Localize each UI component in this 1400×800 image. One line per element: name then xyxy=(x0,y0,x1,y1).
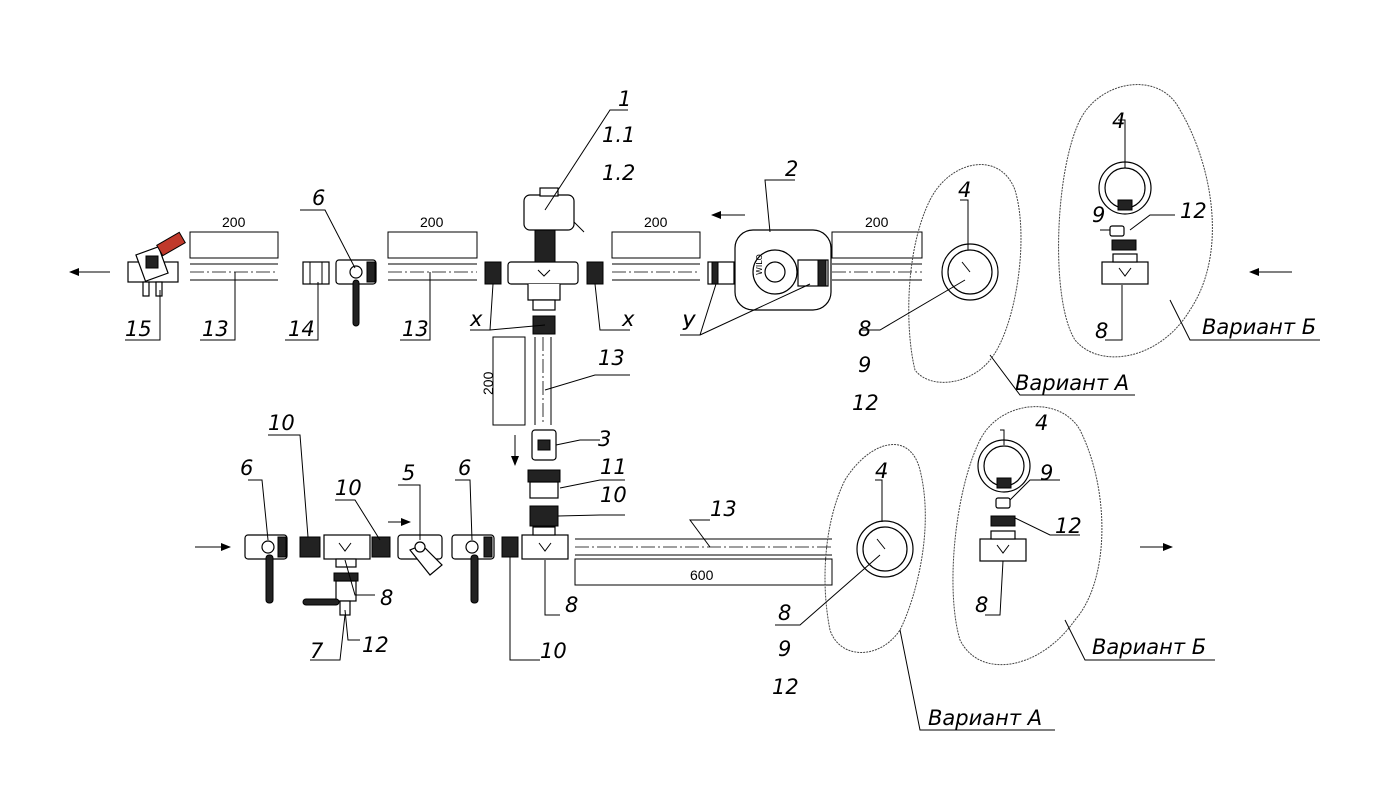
label-va-top-9: 9 xyxy=(858,353,871,377)
label-8-b2: 8 xyxy=(565,593,578,617)
label-7: 7 xyxy=(310,639,324,663)
tee-8-main xyxy=(521,526,569,560)
variant-b-top xyxy=(1058,84,1213,358)
three-way-valve-1 xyxy=(507,187,585,311)
nipple-10-vertical xyxy=(529,505,559,527)
dimensions: 200 200 200 200 200 600 xyxy=(189,214,923,586)
dimension-200-d: 200 xyxy=(865,214,889,230)
pipe-13-b xyxy=(388,263,477,281)
pipe-13-bottom xyxy=(575,538,832,556)
label-va-bot-12: 12 xyxy=(772,675,799,699)
dimension-200-b: 200 xyxy=(420,214,444,230)
label-x-left: x xyxy=(469,307,483,331)
label-x-right: x xyxy=(621,307,635,331)
label-vb-top-title: Вариант Б xyxy=(1202,315,1316,339)
nipple-10-b3 xyxy=(501,536,519,558)
label-6-top: 6 xyxy=(312,186,325,210)
label-1-2: 1.2 xyxy=(602,161,635,185)
fitting-x-left xyxy=(484,261,502,285)
pipes xyxy=(190,263,922,556)
label-vb-bot-12: 12 xyxy=(1055,514,1082,538)
label-va-bot-title: Вариант А xyxy=(928,706,1042,730)
label-1: 1 xyxy=(618,87,631,111)
dimension-200-vertical: 200 xyxy=(480,371,496,395)
strainer-5 xyxy=(397,534,443,576)
variant-b-bottom xyxy=(952,406,1103,666)
pipe-13-d xyxy=(832,263,922,281)
label-15: 15 xyxy=(125,317,152,341)
label-11: 11 xyxy=(600,455,627,479)
label-8-b1: 8 xyxy=(380,586,393,610)
fitting-x-right xyxy=(586,261,604,285)
label-10-b2: 10 xyxy=(335,476,362,500)
pipe-13-c xyxy=(612,263,700,281)
pipe-13-a xyxy=(190,263,278,281)
label-vb-bot-4: 4 xyxy=(1035,411,1048,435)
label-3: 3 xyxy=(598,427,611,451)
label-y-pump: У xyxy=(682,311,696,335)
dimension-200-c: 200 xyxy=(644,214,668,230)
label-va-top-8: 8 xyxy=(858,317,871,341)
label-14: 14 xyxy=(288,317,315,341)
label-5: 5 xyxy=(402,461,415,485)
ball-valve-6-b1 xyxy=(244,534,288,604)
pump-2: WILO xyxy=(707,229,832,311)
label-vb-bot-8: 8 xyxy=(975,593,988,617)
label-vb-top-4: 4 xyxy=(1112,109,1125,133)
label-vb-top-12: 12 xyxy=(1180,199,1207,223)
label-vb-top-8: 8 xyxy=(1095,319,1108,343)
ball-valve-6-b2 xyxy=(451,534,495,604)
pump-brand: WILO xyxy=(755,254,764,275)
callout-labels: 1 1.1 1.2 2 6 15 13 14 13 x x У 4 8 9 12… xyxy=(125,87,1316,730)
tee-8-b xyxy=(323,534,371,568)
label-2: 2 xyxy=(785,157,798,181)
nipple-10-b1 xyxy=(299,536,321,558)
leader-lines xyxy=(125,109,1320,731)
label-12-b: 12 xyxy=(362,633,389,657)
label-1-1: 1.1 xyxy=(602,123,635,147)
union-11 xyxy=(527,469,561,499)
pipe-13-vertical xyxy=(534,337,552,425)
dimension-600: 600 xyxy=(690,567,714,583)
nipple-10-b2 xyxy=(371,536,391,558)
dimension-200-a: 200 xyxy=(222,214,246,230)
label-va-top-title: Вариант А xyxy=(1015,371,1129,395)
label-va-bot-8: 8 xyxy=(778,601,791,625)
label-vb-bot-9: 9 xyxy=(1040,461,1053,485)
label-13-c: 13 xyxy=(598,346,625,370)
label-va-top-12: 12 xyxy=(852,391,879,415)
drain-valve-7 xyxy=(302,572,359,616)
label-6-b2: 6 xyxy=(458,456,471,480)
label-10-a: 10 xyxy=(600,483,627,507)
label-vb-bot-title: Вариант Б xyxy=(1092,635,1206,659)
ball-valve-6-top xyxy=(335,259,377,327)
label-10-b1: 10 xyxy=(268,411,295,435)
union-14 xyxy=(302,261,330,285)
label-6-b1: 6 xyxy=(240,456,253,480)
label-va-bot-9: 9 xyxy=(778,637,791,661)
label-13-a: 13 xyxy=(202,317,229,341)
label-va-bot-4: 4 xyxy=(875,459,888,483)
label-va-top-4: 4 xyxy=(958,178,971,202)
balancing-valve-15 xyxy=(127,231,186,297)
label-vb-top-9: 9 xyxy=(1092,203,1105,227)
label-13-d: 13 xyxy=(710,497,737,521)
flow-arrows xyxy=(69,211,1292,551)
label-13-b: 13 xyxy=(402,317,429,341)
variant-a-top xyxy=(908,164,1022,383)
label-10-b3: 10 xyxy=(540,639,567,663)
check-valve-3 xyxy=(531,429,557,461)
